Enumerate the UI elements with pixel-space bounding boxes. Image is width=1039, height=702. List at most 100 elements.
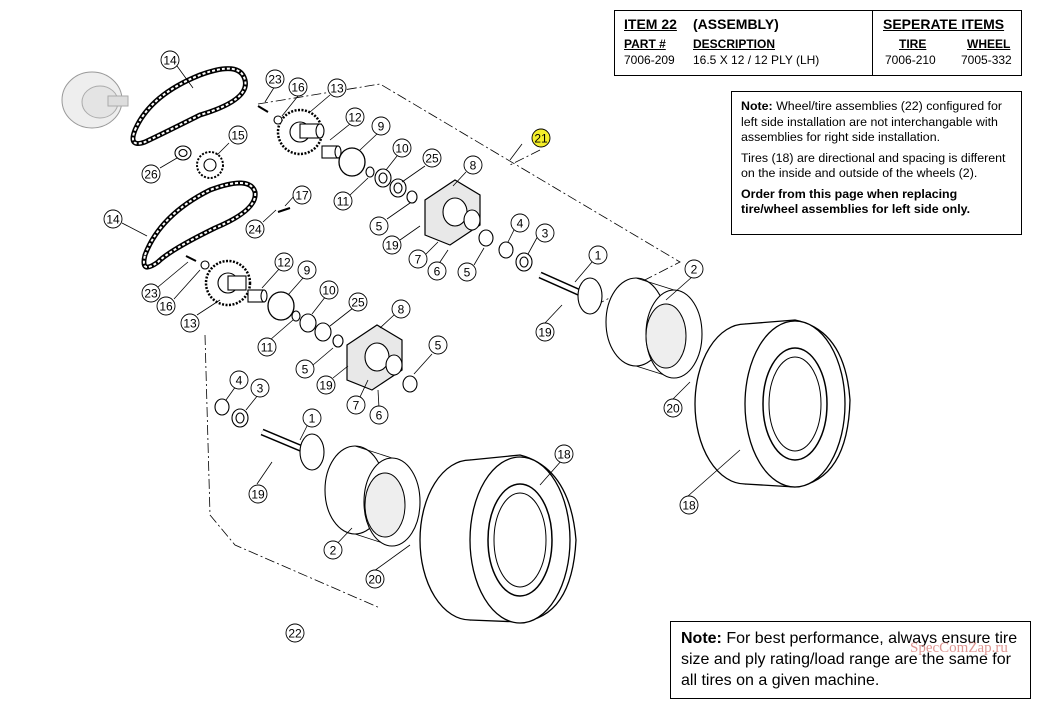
watermark: SpecComZap.ru — [910, 640, 1008, 656]
callout-c4a: 4 — [510, 213, 530, 233]
bolt-17 — [277, 207, 291, 213]
callout-c23a: 23 — [265, 69, 285, 89]
callout-circle — [295, 359, 315, 379]
bearing-25-upper — [389, 178, 407, 198]
callout-number: 20 — [666, 402, 680, 416]
note-text-3: Order from this page when replacing tire… — [741, 186, 971, 217]
callout-circle — [422, 148, 442, 168]
washer-5-mid — [478, 229, 494, 247]
seal-3-lower — [231, 408, 249, 428]
callout-c25a: 25 — [422, 148, 442, 168]
washer-16-upper — [273, 115, 283, 125]
wheel-2-upper — [605, 277, 703, 379]
wheel-2-lower — [324, 445, 421, 547]
callout-number: 5 — [376, 220, 383, 234]
callout-c2a: 2 — [684, 259, 704, 279]
callout-number: 4 — [517, 217, 524, 231]
callout-circle — [103, 209, 123, 229]
callout-circle — [180, 313, 200, 333]
callout-circle — [274, 252, 294, 272]
callout-c8b: 8 — [391, 299, 411, 319]
callout-circle — [348, 292, 368, 312]
callout-c5c: 5 — [295, 359, 315, 379]
assembly-22-outline — [204, 334, 381, 609]
callout-number: 5 — [435, 339, 442, 353]
axle-1-lower — [260, 428, 325, 471]
callout-circle — [684, 259, 704, 279]
callout-circle — [257, 337, 277, 357]
callout-number: 23 — [144, 287, 158, 301]
callout-circle — [285, 623, 305, 643]
callout-circle — [531, 128, 551, 148]
callout-number: 2 — [330, 544, 337, 558]
hydraulic-motor — [61, 71, 129, 129]
part-column-header: PART # — [624, 37, 666, 51]
callout-c25b: 25 — [348, 292, 368, 312]
callout-c18b: 18 — [554, 444, 574, 464]
callout-circle — [141, 283, 161, 303]
callout-c6a: 6 — [427, 261, 447, 281]
callout-number: 20 — [368, 573, 382, 587]
note-text-2: Tires (18) are directional and spacing i… — [741, 150, 1006, 181]
callout-circle — [228, 125, 248, 145]
callout-circle — [160, 50, 180, 70]
wheel-column-header: WHEEL — [967, 37, 1011, 51]
leader-dash — [509, 149, 541, 166]
callout-c23b: 23 — [141, 283, 161, 303]
callout-number: 5 — [464, 266, 471, 280]
item-22-table: ITEM 22 (ASSEMBLY) PART # DESCRIPTION 70… — [614, 10, 1022, 76]
tire-column-header: TIRE — [899, 37, 927, 51]
washer-16-lower — [200, 260, 210, 270]
callout-c2b: 2 — [323, 540, 343, 560]
callout-circle — [229, 370, 249, 390]
callout-number: 12 — [348, 111, 362, 125]
snapring-11-lower — [291, 310, 301, 322]
bolt-23-lower — [185, 255, 197, 262]
housing-8-lower — [346, 324, 403, 391]
callout-number: 15 — [231, 129, 245, 143]
callout-c9b: 9 — [297, 260, 317, 280]
callout-number: 22 — [288, 627, 302, 641]
callout-number: 6 — [376, 409, 383, 423]
callout-number: 26 — [144, 168, 158, 182]
callout-c26: 26 — [141, 164, 161, 184]
item-title: ITEM 22 — [624, 16, 677, 32]
drive-sprocket-15 — [196, 151, 224, 179]
bearing-25-lower — [314, 322, 332, 342]
callout-circle — [265, 69, 285, 89]
callout-circle — [427, 261, 447, 281]
callout-c1a: 1 — [588, 245, 608, 265]
callout-number: 16 — [159, 300, 173, 314]
callout-c9a: 9 — [371, 116, 391, 136]
callout-c14b: 14 — [103, 209, 123, 229]
bearing-26 — [174, 145, 192, 161]
callout-number: 13 — [330, 82, 344, 96]
callout-c10a: 10 — [392, 138, 412, 158]
wheel-part-number: 7005-332 — [961, 53, 1012, 67]
assembly-description: 16.5 X 12 / 12 PLY (LH) — [693, 53, 820, 67]
oring-9-upper — [338, 147, 366, 177]
callout-number: 1 — [309, 412, 316, 426]
callout-circle — [382, 235, 402, 255]
tire-18-upper — [694, 319, 851, 488]
callout-c3a: 3 — [535, 223, 555, 243]
tire-part-number: 7006-210 — [885, 53, 936, 67]
callout-c19d: 19 — [248, 484, 268, 504]
callout-circle — [250, 378, 270, 398]
callout-circle — [141, 164, 161, 184]
callout-c8a: 8 — [463, 155, 483, 175]
callout-circle — [333, 191, 353, 211]
housing-8-upper — [424, 179, 481, 246]
callout-c4b: 4 — [229, 370, 249, 390]
callout-circle — [457, 262, 477, 282]
callout-circle — [679, 495, 699, 515]
callout-number: 3 — [257, 382, 264, 396]
callout-number: 4 — [236, 374, 243, 388]
callout-c5d: 5 — [428, 335, 448, 355]
callout-c19b: 19 — [316, 375, 336, 395]
callout-circle — [327, 78, 347, 98]
washer-5-upper — [406, 190, 418, 204]
callout-number: 10 — [322, 284, 336, 298]
